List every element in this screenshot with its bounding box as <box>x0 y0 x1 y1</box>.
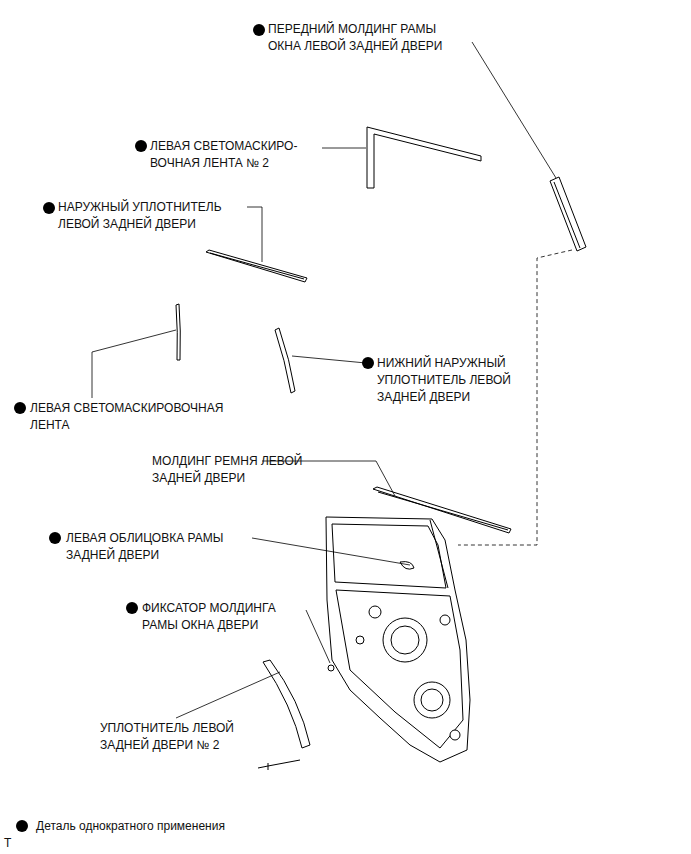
leader-line <box>472 42 556 178</box>
legend-dot-symbol <box>15 819 29 833</box>
one-time-mark <box>362 357 374 369</box>
door-hole <box>450 730 460 740</box>
leader-line <box>176 672 280 718</box>
one-time-mark <box>14 402 26 414</box>
leader-line <box>92 330 176 398</box>
part-name: ЛЕВАЯ ОБЛИЦОВКА РАМЫ ЗАДНЕЙ ДВЕРИ <box>66 530 251 564</box>
masking-tape-2 <box>367 127 481 188</box>
part-name: ЛЕВАЯ СВЕТОМАСКИРО- ВОЧНАЯ ЛЕНТА № 2 <box>150 138 318 172</box>
one-time-mark <box>49 532 61 544</box>
lower-outer-seal <box>275 328 295 393</box>
leader-line <box>292 356 366 363</box>
front-molding <box>550 177 586 251</box>
legend-dot <box>16 820 28 832</box>
leader-line <box>322 148 366 149</box>
door-hole <box>440 615 450 625</box>
one-time-mark <box>135 140 147 152</box>
retainer-clip <box>328 665 334 671</box>
part-name: ПЕРЕДНИЙ МОЛДИНГ РАМЫ ОКНА ЛЕВОЙ ЗАДНЕЙ … <box>268 21 468 55</box>
part-name: МОЛДИНГ РЕМНЯ ЛЕВОЙ ЗАДНЕЙ ДВЕРИ <box>152 453 330 487</box>
leader-line <box>247 207 262 262</box>
leader-line <box>306 610 330 663</box>
legend-text: Деталь однократного применения <box>36 818 225 834</box>
dashed-guide <box>458 250 572 545</box>
screw <box>258 760 300 770</box>
leader-line <box>252 538 410 565</box>
door-inner-line <box>336 590 463 748</box>
part-name: ЛЕВАЯ СВЕТОМАСКИРОВОЧНАЯ ЛЕНТА <box>30 400 245 434</box>
door-panel <box>326 517 470 762</box>
one-time-mark <box>43 202 55 214</box>
front-molding-line <box>554 182 580 248</box>
window-frame-edge <box>430 520 448 588</box>
part-name: НАРУЖНЫЙ УПЛОТНИТЕЛЬ ЛЕВОЙ ЗАДНЕЙ ДВЕРИ <box>58 199 246 233</box>
trim-part <box>400 562 414 570</box>
one-time-mark <box>253 24 265 36</box>
door-hole <box>421 689 443 711</box>
door-hole <box>391 626 419 654</box>
outer-seal <box>206 250 307 282</box>
seal-2 <box>263 660 310 748</box>
outer-seal-line <box>210 253 304 279</box>
door-hole <box>414 682 450 718</box>
masking-tape <box>176 304 180 360</box>
part-name: ФИКСАТОР МОЛДИНГА РАМЫ ОКНА ДВЕРИ <box>142 600 307 634</box>
door-hole <box>383 618 427 662</box>
one-time-mark <box>126 602 138 614</box>
door-hole <box>369 606 381 618</box>
figure-code: T <box>4 835 24 852</box>
part-name: НИЖНИЙ НАРУЖНЫЙ УПЛОТНИТЕЛЬ ЛЕВОЙ ЗАДНЕЙ… <box>377 355 545 406</box>
window-frame-inner <box>332 524 446 588</box>
door-hole <box>356 636 364 644</box>
part-name: УПЛОТНИТЕЛЬ ЛЕВОЙ ЗАДНЕЙ ДВЕРИ № 2 <box>100 720 275 754</box>
